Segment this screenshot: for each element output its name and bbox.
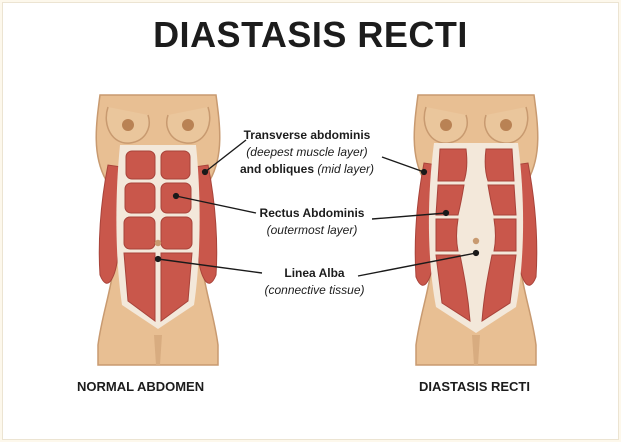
label-transverse-heading: Transverse abdominis: [243, 128, 371, 142]
leader-rectus-left: [175, 195, 257, 214]
leader-transverse-left: [204, 139, 247, 173]
label-linea-sub: (connective tissue): [264, 283, 365, 297]
label-transverse-sub: (deepest muscle layer): [246, 145, 368, 159]
leader-dot: [420, 168, 428, 176]
diastasis-recti-torso: [413, 94, 539, 366]
leader-lines: [154, 139, 480, 277]
caption-diastasis-recti: DIASTASIS RECTI: [419, 379, 530, 394]
leader-linea-left: [157, 258, 263, 274]
label-obliques-heading: and obliques: [239, 162, 314, 176]
label-rectus-abdominis: Rectus Abdominis (outermost layer): [247, 205, 377, 239]
leader-dot: [172, 192, 180, 200]
leader-linea-right: [357, 252, 477, 277]
label-obliques-sub: (mid layer): [317, 162, 375, 176]
label-rectus-heading: Rectus Abdominis: [259, 206, 365, 220]
leader-dot: [201, 168, 209, 176]
leader-dot: [472, 249, 480, 257]
caption-normal-abdomen: NORMAL ABDOMEN: [77, 379, 205, 394]
leader-rectus-right: [371, 212, 447, 220]
leader-dot: [154, 255, 162, 263]
label-rectus-sub: (outermost layer): [266, 223, 358, 237]
label-linea-alba: Linea Alba (connective tissue): [252, 265, 377, 299]
label-transverse-obliques: Transverse abdominis (deepest muscle lay…: [232, 127, 382, 178]
page-title: DIASTASIS RECTI: [153, 14, 468, 55]
leader-dot: [442, 209, 450, 217]
label-linea-heading: Linea Alba: [284, 266, 345, 280]
normal-abdomen-torso: [95, 94, 221, 366]
leader-transverse-right: [381, 156, 425, 173]
